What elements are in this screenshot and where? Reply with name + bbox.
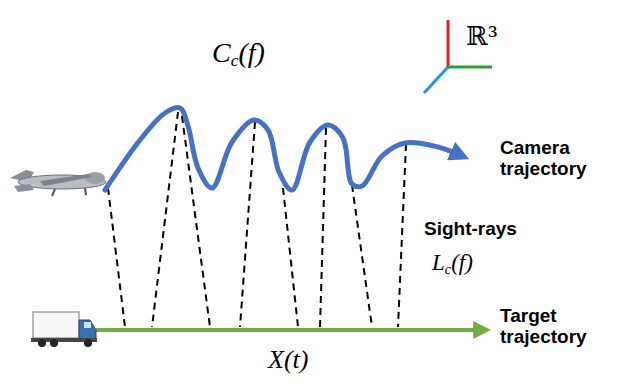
target-symbol: X(t) xyxy=(268,346,308,375)
truck-picture xyxy=(31,312,97,347)
target-trajectory xyxy=(96,328,484,332)
space-symbol: ℝ³ xyxy=(466,22,498,51)
target-label: Target trajectory xyxy=(500,306,618,348)
camera-trajectory xyxy=(105,108,462,190)
drone-picture xyxy=(10,170,106,196)
rays-symbol: Lc(f) xyxy=(432,250,473,277)
sight-rays xyxy=(108,112,406,327)
camera-symbol: Cc(f) xyxy=(212,38,265,70)
rays-label: Sight-rays xyxy=(424,219,517,240)
camera-label: Camera trajectory xyxy=(500,138,618,180)
